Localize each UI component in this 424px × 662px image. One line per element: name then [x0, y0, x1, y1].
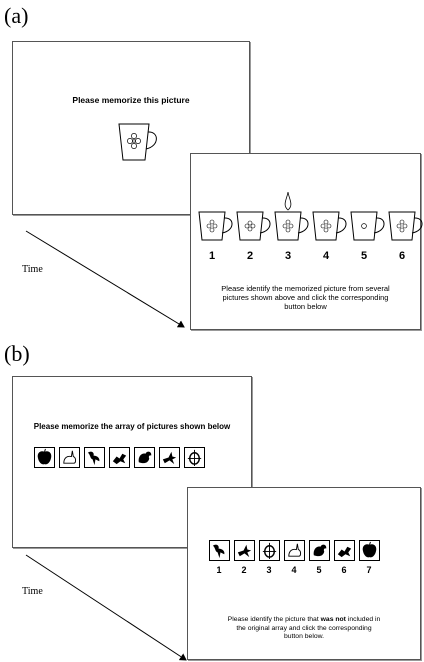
cup-icon-4: [312, 211, 347, 241]
picture-number-7: 7: [366, 565, 372, 575]
apple-icon: [34, 447, 55, 468]
cup-icon-2: [236, 211, 271, 241]
cup-number-2: 2: [246, 250, 254, 262]
squirrel-icon: [309, 540, 330, 561]
panel-b-test-screen: 1 2 3 4 5 6 7 Please identify the pictur…: [187, 487, 421, 660]
panel-b-time-label: Time: [22, 586, 43, 597]
study-picture-array: [34, 447, 234, 471]
cup-icon-6: [388, 211, 423, 241]
turtle-icon: [259, 540, 280, 561]
bird-icon: [209, 540, 230, 561]
cup-icon-5: [350, 211, 385, 241]
panel-a-label: (a): [4, 3, 29, 28]
panel-a-time-label: Time: [22, 264, 43, 275]
picture-number-4: 4: [291, 565, 297, 575]
deer-icon: [234, 540, 255, 561]
apple-icon: [359, 540, 380, 561]
picture-number-3: 3: [266, 565, 272, 575]
cup-number-6: 6: [398, 250, 406, 262]
test-picture-array: [209, 540, 409, 564]
turtle-icon: [184, 447, 205, 468]
squirrel-icon: [134, 447, 155, 468]
panel-a-study-title: Please memorize this picture: [72, 95, 190, 105]
cup-icon: [118, 123, 157, 161]
cup-number-4: 4: [322, 250, 330, 262]
panel-a-instruction: Please identify the memorized picture fr…: [221, 284, 390, 311]
cup-row: [198, 191, 423, 241]
panel-b-study-title: Please memorize the array of pictures sh…: [33, 422, 231, 431]
frog-icon: [334, 540, 355, 561]
cup-icon-1: [198, 211, 233, 241]
rabbit-icon: [59, 447, 80, 468]
picture-number-6: 6: [341, 565, 347, 575]
cup-number-3: 3: [284, 250, 292, 262]
frog-icon: [109, 447, 130, 468]
rabbit-icon: [284, 540, 305, 561]
deer-icon: [159, 447, 180, 468]
panel-b-label: (b): [4, 341, 30, 366]
panel-a-test-screen: 1 2 3 4 5 6 Please identify the memorize…: [190, 153, 423, 330]
panel-b-instruction: Please identify the picture that was not…: [227, 616, 381, 640]
cup-number-5: 5: [360, 250, 368, 262]
picture-number-2: 2: [241, 565, 247, 575]
picture-number-5: 5: [316, 565, 322, 575]
cup-number-1: 1: [208, 250, 216, 262]
cup-icon-3: [274, 191, 309, 241]
bird-icon: [84, 447, 105, 468]
picture-number-1: 1: [216, 565, 222, 575]
